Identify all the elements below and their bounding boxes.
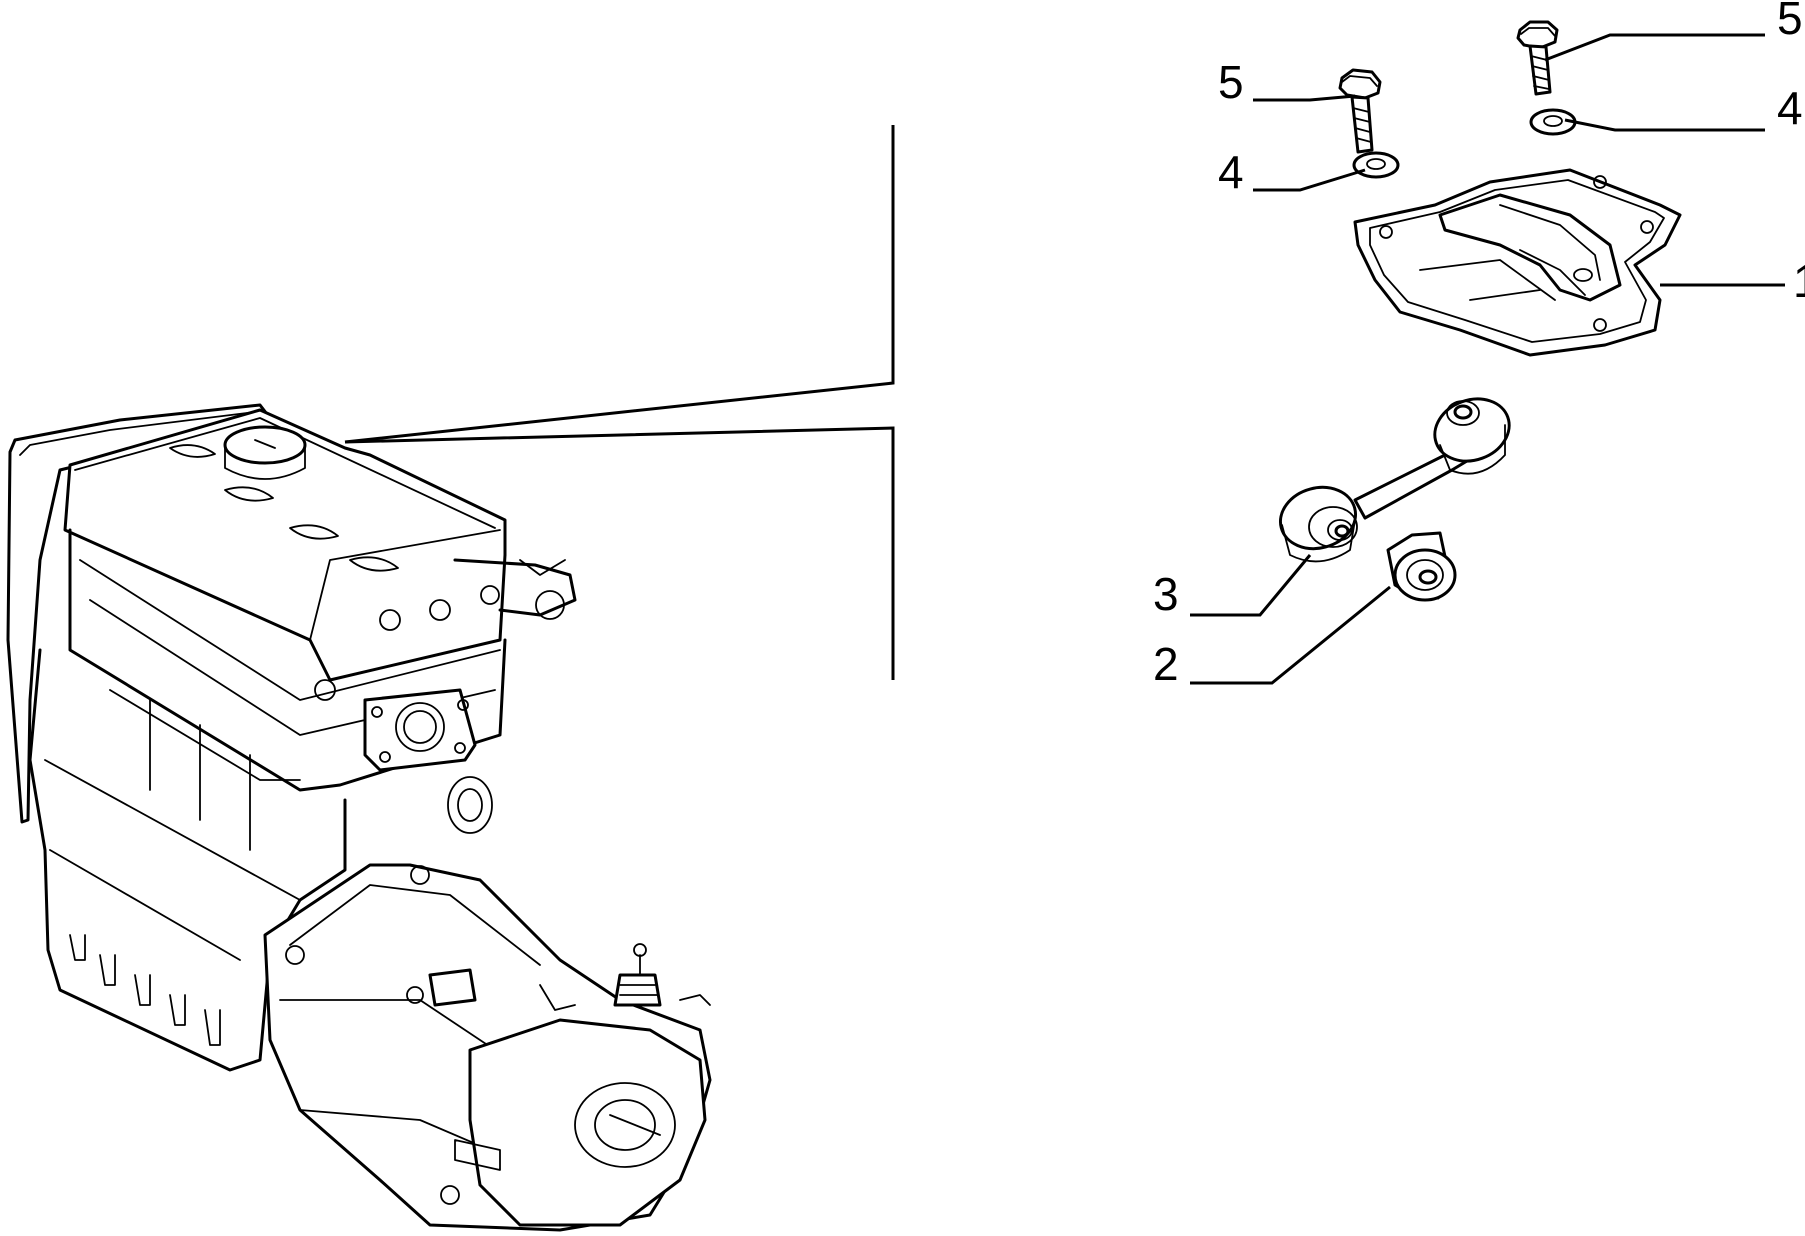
assembly-bracket xyxy=(344,125,895,680)
callout-label-5-left: 5 xyxy=(1218,56,1244,108)
callout-1: 1 xyxy=(1660,255,1805,307)
callout-label-1: 1 xyxy=(1793,255,1805,307)
torque-rod xyxy=(1278,397,1511,563)
mount-bracket xyxy=(1353,168,1682,357)
callout-5-right: 5 xyxy=(1544,0,1803,62)
callout-label-4-right: 4 xyxy=(1777,82,1803,134)
bolt-left xyxy=(1338,68,1382,154)
bolt-right xyxy=(1516,20,1559,96)
callout-label-5-right: 5 xyxy=(1777,0,1803,44)
callout-label-3: 3 xyxy=(1153,568,1179,620)
callout-label-2: 2 xyxy=(1153,638,1179,690)
callout-5-left: 5 xyxy=(1218,56,1356,108)
callout-label-4-left: 4 xyxy=(1218,146,1244,198)
engine-gearbox-assembly xyxy=(6,403,712,1232)
washer-left xyxy=(1352,151,1400,179)
callout-4-right: 4 xyxy=(1564,82,1803,134)
callout-3: 3 xyxy=(1153,554,1312,620)
callout-2: 2 xyxy=(1153,585,1391,690)
rubber-bush xyxy=(1386,531,1457,602)
callout-4-left: 4 xyxy=(1218,146,1366,198)
